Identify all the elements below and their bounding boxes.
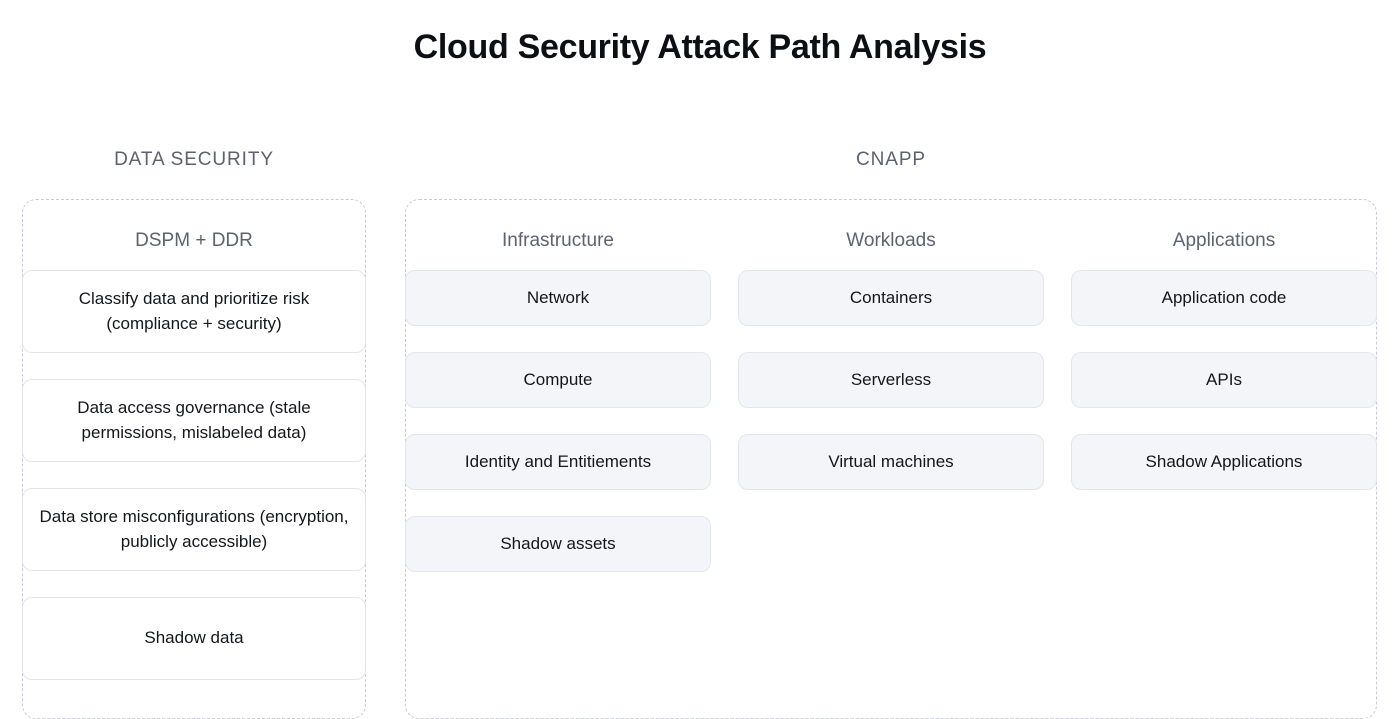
- diagram-canvas: Cloud Security Attack Path Analysis DATA…: [22, 28, 1377, 719]
- card-stack-dspm-ddr: Classify data and prioritize risk (compl…: [22, 270, 366, 680]
- card-workloads-3[interactable]: Virtual machines: [738, 434, 1044, 490]
- page-title: Cloud Security Attack Path Analysis: [413, 28, 987, 66]
- card-dspm-ddr-2[interactable]: Data access governance (stale permission…: [22, 379, 366, 462]
- section-header-data-security: DATA SECURITY: [114, 149, 274, 170]
- card-dspm-ddr-4[interactable]: Shadow data: [22, 597, 366, 680]
- column-title-infrastructure: Infrastructure: [502, 230, 614, 251]
- section-header-cnapp: CNAPP: [856, 149, 926, 170]
- card-infrastructure-2[interactable]: Compute: [405, 352, 711, 408]
- card-applications-2[interactable]: APIs: [1071, 352, 1377, 408]
- card-applications-3[interactable]: Shadow Applications: [1071, 434, 1377, 490]
- column-dspm-ddr: DSPM + DDR Classify data and prioritize …: [22, 199, 366, 680]
- card-applications-1[interactable]: Application code: [1071, 270, 1377, 326]
- card-dspm-ddr-1[interactable]: Classify data and prioritize risk (compl…: [22, 270, 366, 353]
- column-title-dspm-ddr: DSPM + DDR: [135, 230, 253, 251]
- card-workloads-1[interactable]: Containers: [738, 270, 1044, 326]
- card-dspm-ddr-3[interactable]: Data store misconfigurations (encryption…: [22, 488, 366, 571]
- card-workloads-2[interactable]: Serverless: [738, 352, 1044, 408]
- card-infrastructure-1[interactable]: Network: [405, 270, 711, 326]
- column-title-applications: Applications: [1172, 230, 1276, 251]
- card-infrastructure-3[interactable]: Identity and Entitiements: [405, 434, 711, 490]
- column-title-workloads: Workloads: [846, 230, 936, 251]
- card-infrastructure-4[interactable]: Shadow assets: [405, 516, 711, 572]
- columns-data-security: DSPM + DDR Classify data and prioritize …: [22, 199, 366, 680]
